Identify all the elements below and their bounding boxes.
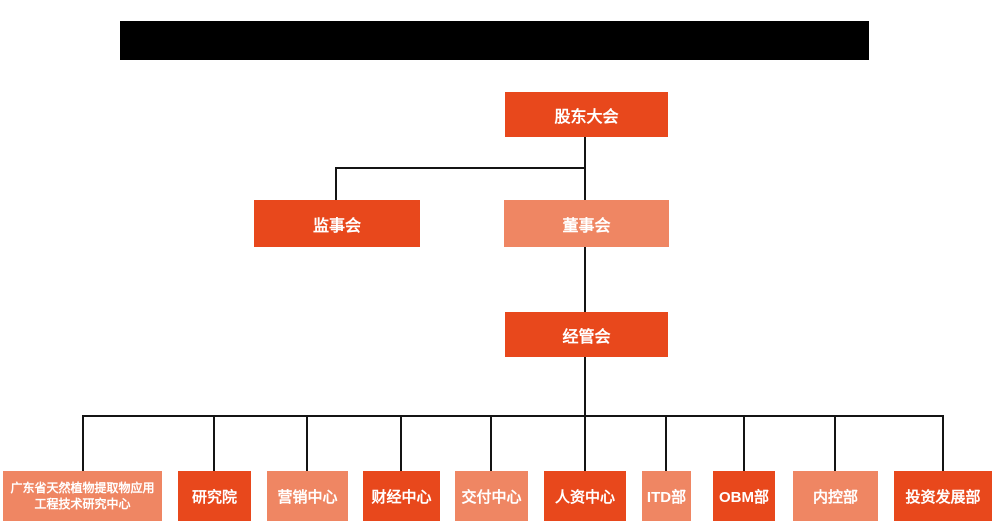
org-box-board-of-directors: 董事会 [504,200,669,247]
org-box-shareholders-meeting: 股东大会 [505,92,668,137]
org-box-dept-itd: ITD部 [642,471,691,521]
connector-drop-marketing-center [306,415,308,471]
org-box-supervisory-board: 监事会 [254,200,420,247]
org-box-dept-internal-control: 内控部 [793,471,878,521]
connector-drop-delivery-center [490,415,492,471]
connector-drop-research-institute [213,415,215,471]
connector-board-to-management [584,247,586,312]
org-box-management-committee: 经管会 [505,312,668,357]
org-box-dept-finance-center: 财经中心 [363,471,440,521]
org-box-dept-investment-development: 投资发展部 [894,471,992,521]
connector-drop-internal-control [834,415,836,471]
org-box-dept-research-center: 广东省天然植物提取物应用工程技术研究中心 [3,471,162,521]
org-box-dept-hr-center: 人资中心 [544,471,626,521]
org-box-dept-marketing-center: 营销中心 [267,471,348,521]
connector-drop-research-center [82,415,84,471]
connector-to-supervisory [335,167,337,200]
org-box-dept-delivery-center: 交付中心 [455,471,528,521]
connector-drop-finance-center [400,415,402,471]
connector-drop-obm [743,415,745,471]
connector-level2-horizontal [335,167,586,169]
connector-drop-hr-center [584,415,586,471]
redacted-title-bar [120,21,869,60]
org-box-dept-research-institute: 研究院 [178,471,251,521]
org-box-dept-obm: OBM部 [713,471,775,521]
connector-drop-itd [665,415,667,471]
connector-management-to-bus [584,357,586,417]
connector-drop-investment [942,415,944,471]
connector-departments-bus [83,415,944,417]
